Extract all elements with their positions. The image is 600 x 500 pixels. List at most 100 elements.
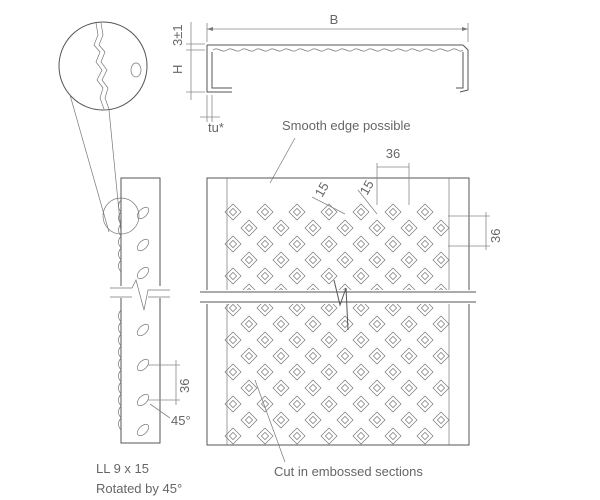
- emboss-diamond-inner: [324, 431, 334, 441]
- emboss-diamond: [288, 363, 306, 381]
- emboss-diamond-inner: [292, 271, 302, 281]
- emboss-diamond: [352, 267, 370, 285]
- detail-circle-view: [58, 21, 148, 111]
- emboss-diamond: [256, 363, 274, 381]
- emboss-diamond-inner: [356, 431, 366, 441]
- note-smooth-edge: Smooth edge possible: [282, 118, 411, 133]
- emboss-diamond-inner: [404, 255, 414, 265]
- dim-label-side-pitch: 36: [177, 379, 192, 393]
- emboss-diamond: [304, 251, 322, 269]
- emboss-diamond: [304, 411, 322, 429]
- emboss-diamond-inner: [292, 207, 302, 217]
- emboss-diamond-inner: [404, 383, 414, 393]
- emboss-diamond: [432, 219, 450, 237]
- emboss-diamond: [416, 331, 434, 349]
- note-hole-size: LL 9 x 15: [96, 461, 149, 476]
- emboss-diamond-inner: [436, 319, 446, 329]
- emboss-diamond: [224, 363, 242, 381]
- emboss-diamond-inner: [356, 367, 366, 377]
- emboss-diamond-inner: [276, 223, 286, 233]
- note-cut-embossed: Cut in embossed sections: [274, 464, 423, 479]
- emboss-diamond: [272, 411, 290, 429]
- emboss-diamond: [368, 347, 386, 365]
- emboss-diamond: [352, 363, 370, 381]
- emboss-diamond-inner: [404, 415, 414, 425]
- emboss-diamond-inner: [260, 207, 270, 217]
- dim-label-h: H: [170, 65, 185, 74]
- emboss-diamond: [224, 331, 242, 349]
- emboss-diamond: [400, 315, 418, 333]
- emboss-diamond: [336, 347, 354, 365]
- note-hole-rotation: Rotated by 45°: [96, 481, 182, 496]
- emboss-diamond: [400, 347, 418, 365]
- emboss-diamond-inner: [276, 319, 286, 329]
- emboss-diamond: [240, 411, 258, 429]
- emboss-diamond: [256, 395, 274, 413]
- emboss-diamond-inner: [388, 399, 398, 409]
- emboss-diamond-inner: [276, 383, 286, 393]
- plan-dimension-lines: [311, 163, 490, 250]
- emboss-diamond-inner: [436, 223, 446, 233]
- emboss-diamond: [320, 267, 338, 285]
- emboss-pattern: [224, 203, 450, 445]
- emboss-diamond: [288, 267, 306, 285]
- emboss-diamond: [288, 395, 306, 413]
- emboss-diamond-inner: [244, 255, 254, 265]
- emboss-diamond: [352, 331, 370, 349]
- emboss-diamond: [272, 251, 290, 269]
- emboss-diamond-inner: [404, 351, 414, 361]
- emboss-diamond: [384, 267, 402, 285]
- emboss-diamond: [368, 315, 386, 333]
- emboss-diamond-inner: [436, 415, 446, 425]
- emboss-diamond-inner: [292, 239, 302, 249]
- emboss-diamond-inner: [292, 431, 302, 441]
- emboss-diamond: [272, 219, 290, 237]
- emboss-diamond: [416, 203, 434, 221]
- dim-label-pitch-y: 36: [488, 229, 503, 243]
- emboss-diamond: [384, 363, 402, 381]
- emboss-diamond-inner: [260, 271, 270, 281]
- emboss-diamond-inner: [260, 335, 270, 345]
- emboss-diamond-inner: [324, 207, 334, 217]
- emboss-diamond: [416, 267, 434, 285]
- emboss-diamond: [272, 379, 290, 397]
- emboss-diamond: [368, 379, 386, 397]
- emboss-diamond: [272, 347, 290, 365]
- emboss-diamond-inner: [372, 415, 382, 425]
- emboss-diamond: [224, 267, 242, 285]
- emboss-diamond: [384, 331, 402, 349]
- emboss-diamond-inner: [372, 383, 382, 393]
- emboss-diamond: [224, 235, 242, 253]
- emboss-diamond-inner: [372, 319, 382, 329]
- emboss-diamond: [416, 395, 434, 413]
- emboss-diamond: [240, 251, 258, 269]
- emboss-diamond: [384, 203, 402, 221]
- emboss-diamond: [432, 315, 450, 333]
- emboss-diamond: [336, 379, 354, 397]
- emboss-diamond: [304, 219, 322, 237]
- emboss-diamond-inner: [340, 415, 350, 425]
- dim-label-b: B: [330, 12, 339, 27]
- emboss-diamond-inner: [228, 367, 238, 377]
- emboss-diamond: [432, 411, 450, 429]
- emboss-diamond-inner: [260, 239, 270, 249]
- leader-cut-note: [254, 379, 286, 463]
- emboss-diamond-inner: [356, 335, 366, 345]
- emboss-diamond: [416, 235, 434, 253]
- emboss-diamond-inner: [308, 319, 318, 329]
- emboss-diamond: [256, 235, 274, 253]
- emboss-diamond: [256, 427, 274, 445]
- emboss-diamond-inner: [420, 367, 430, 377]
- emboss-diamond-inner: [292, 399, 302, 409]
- emboss-diamond-inner: [260, 303, 270, 313]
- emboss-diamond: [384, 235, 402, 253]
- emboss-diamond-inner: [244, 415, 254, 425]
- emboss-diamond-inner: [292, 303, 302, 313]
- emboss-diamond-inner: [356, 207, 366, 217]
- emboss-diamond: [352, 395, 370, 413]
- emboss-diamond: [432, 379, 450, 397]
- emboss-diamond-inner: [276, 415, 286, 425]
- emboss-diamond-inner: [308, 383, 318, 393]
- emboss-diamond-inner: [436, 383, 446, 393]
- leader-smooth-edge: [269, 137, 296, 184]
